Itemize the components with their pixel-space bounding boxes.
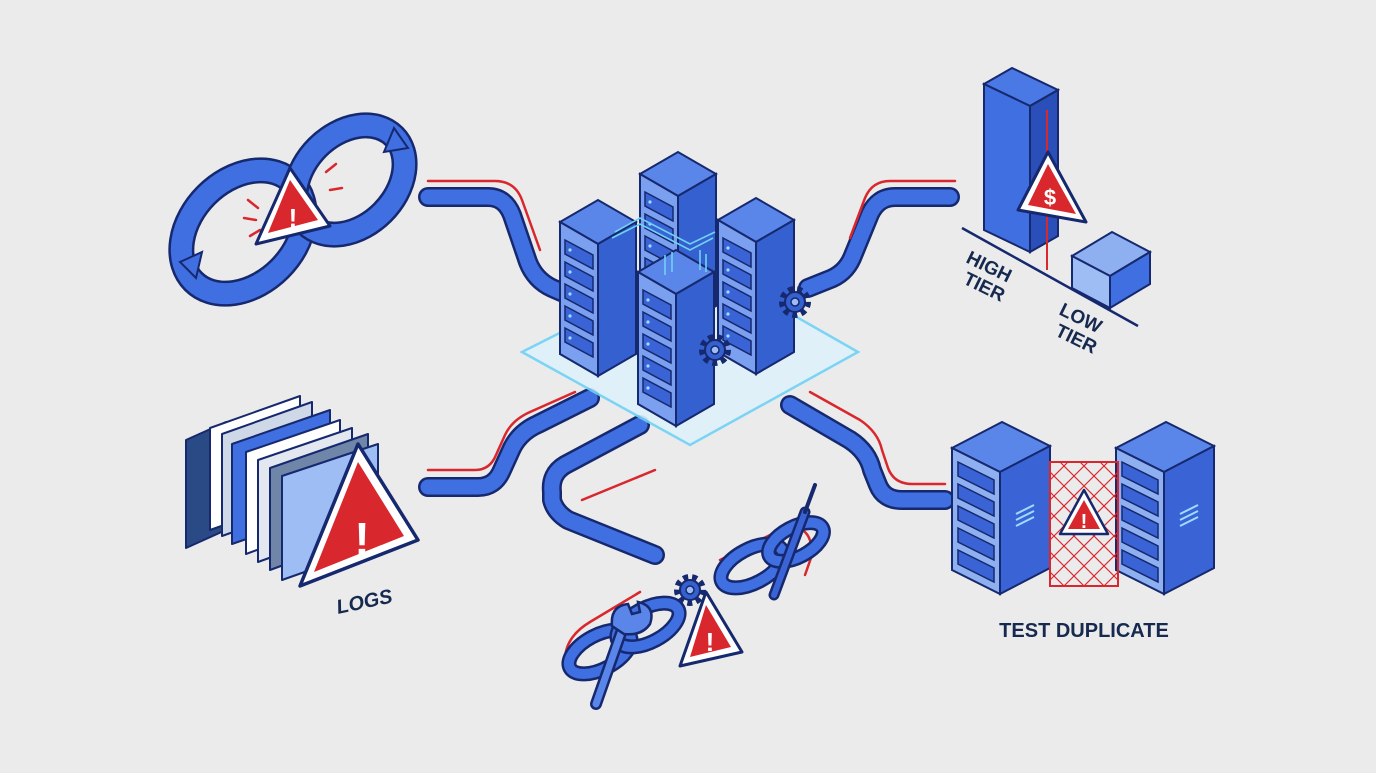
server-cluster [519, 151, 861, 447]
test-duplicate: ! TEST DUPLICATE [951, 421, 1215, 642]
wrench-icon [590, 600, 653, 710]
server-tower-right [717, 197, 795, 375]
logs-alert-symbol: ! [354, 513, 369, 565]
test-duplicate-label: TEST DUPLICATE [999, 620, 1169, 642]
server-rack-duplicate [1115, 421, 1215, 595]
logs-label: LOGS [334, 585, 395, 618]
storage-tiers: $ HIGH TIER LOW TIER [960, 66, 1153, 359]
log-folders: ! LOGS [185, 395, 420, 619]
loop-alert-symbol: ! [289, 203, 298, 233]
broken-tool-chain: ! [561, 483, 831, 710]
server-rack-original [951, 421, 1051, 595]
infinite-loop: ! [168, 112, 418, 307]
chain-alert-symbol: ! [706, 627, 715, 657]
tier-baseline [961, 226, 1139, 328]
cost-alert-symbol: $ [1044, 185, 1056, 210]
screwdriver-icon [768, 483, 817, 601]
data-link-lines [611, 217, 716, 275]
cost-warning-icon: $ [1016, 150, 1088, 224]
duplicate-alert-symbol: ! [1081, 511, 1088, 533]
warning-icon: ! [254, 166, 332, 246]
arrowhead-icon [382, 125, 410, 154]
spark-lines [242, 162, 344, 238]
server-tower-front [637, 249, 715, 427]
warning-icon: ! [298, 442, 420, 588]
warning-icon: ! [1058, 488, 1110, 536]
folder-stack-icon [185, 395, 379, 581]
arrowhead-icon [178, 250, 204, 280]
warning-icon: ! [678, 590, 744, 668]
connection-pipes [418, 179, 960, 565]
low-tier-block [1069, 230, 1153, 310]
gear-icon [677, 577, 703, 603]
